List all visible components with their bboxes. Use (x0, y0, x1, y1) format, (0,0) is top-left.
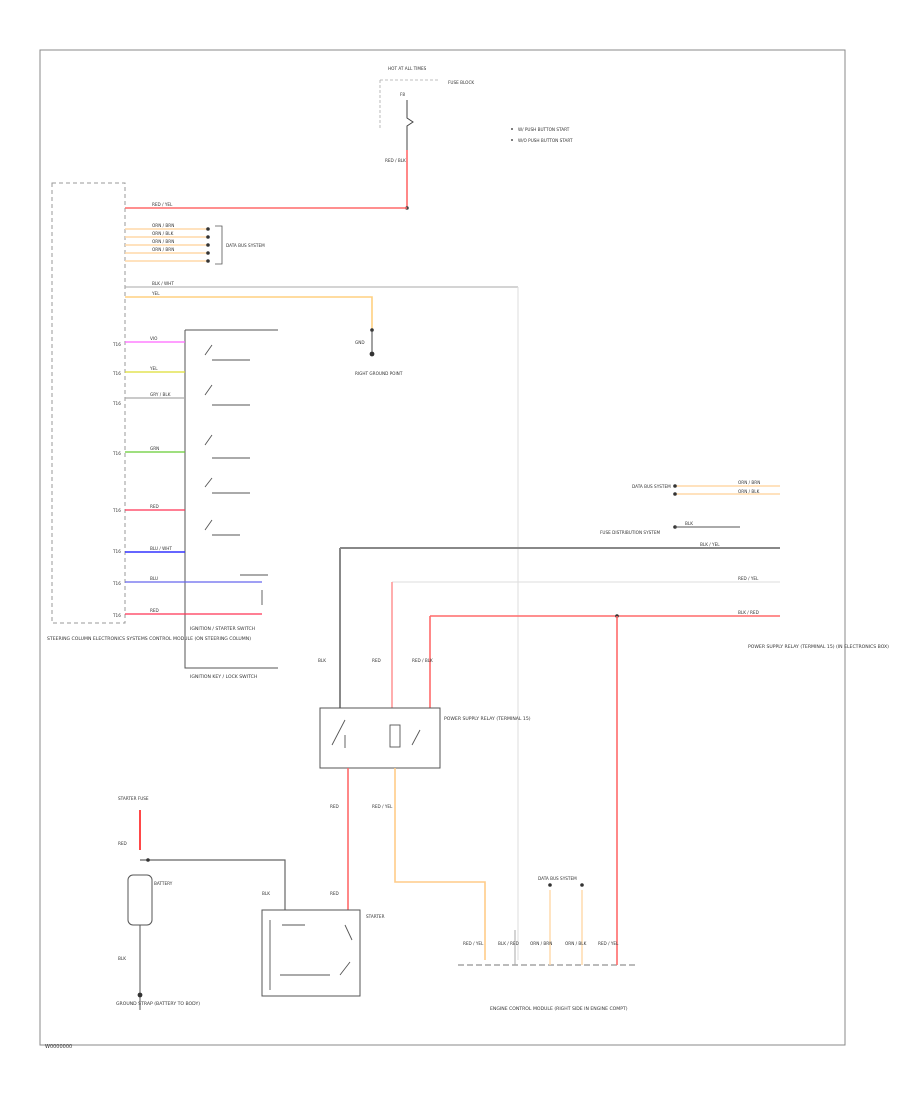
relay-name: POWER SUPPLY RELAY (TERMINAL 15) (444, 716, 531, 722)
switch-wire-gryblk: GRY / BLK (150, 392, 171, 397)
battery-name: BATTERY (154, 881, 173, 886)
switch-wire-grn: GRN (150, 446, 159, 451)
power-supply-relay: BLK RED RED / BLK POWER SUPPLY RELAY (TE… (318, 548, 531, 960)
left-pin-7: T16 (112, 581, 121, 586)
right-wire-blkyel: BLK / YEL (700, 542, 720, 547)
right-module-name: POWER SUPPLY RELAY (TERMINAL 15) (IN ELE… (748, 644, 889, 650)
relay-wire-red: RED (372, 658, 381, 663)
left-pin-8: T16 (112, 613, 121, 618)
battery-wire-top: RED (118, 841, 127, 846)
right-data-bus-label: DATA BUS SYSTEM (632, 484, 671, 489)
ground-name: RIGHT GROUND POINT (355, 371, 403, 376)
bus-wire-2: ORN / BLK (152, 231, 174, 236)
battery-fuse-label: STARTER FUSE (118, 796, 149, 801)
starter-wire-in: BLK (262, 891, 270, 896)
left-module-name: STEERING COLUMN ELECTRONICS SYSTEMS CONT… (47, 636, 251, 642)
bus-wire-4: ORN / BRN (152, 247, 174, 252)
switch-wire-blu: BLU (150, 576, 158, 581)
relay-wire-blk: BLK (318, 658, 326, 663)
left-pin-3: T16 (112, 401, 121, 406)
starter-wire-out: RED (330, 891, 339, 896)
left-wire-yel: YEL (151, 291, 160, 296)
fuse-box-label: HOT AT ALL TIMES (388, 66, 427, 71)
left-pin-2: T16 (112, 371, 121, 376)
right-fuse-label: FUSE DISTRIBUTION SYSTEM (600, 530, 660, 535)
top-wire-label: RED / BLK (385, 158, 406, 163)
left-pin-1: T16 (112, 342, 121, 347)
ecm-name: ENGINE CONTROL MODULE (RIGHT SIDE IN ENG… (490, 1006, 628, 1012)
note-2: W/O PUSH BUTTON START (518, 138, 573, 143)
ground-label: GND (355, 340, 365, 345)
switch-wire-bluwht: BLU / WHT (150, 546, 172, 551)
ecm-wire-5: RED / YEL (598, 941, 619, 946)
right-wire-ornbrn: ORN / BRN (738, 480, 760, 485)
switch-wire-vio: VIO (150, 336, 158, 341)
fuse-id-label: F8 (400, 92, 405, 97)
relay-wire-red-out: RED (330, 804, 339, 809)
starter: BLK RED STARTER (261, 891, 385, 997)
diagram-frame (39, 49, 846, 1046)
switch-wire-red2: RED (150, 608, 159, 613)
bus-wire-1: ORN / BRN (152, 223, 174, 228)
footer-code: W0000000 (45, 1044, 72, 1050)
right-wire-redyel: RED / YEL (738, 576, 759, 581)
left-data-bus-label: DATA BUS SYSTEM (226, 243, 265, 248)
top-fuse-block: HOT AT ALL TIMES FUSE BLOCK F8 RED / BLK (379, 66, 474, 210)
left-pin-6: T16 (112, 549, 121, 554)
top-notes: W/ PUSH BUTTON START W/O PUSH BUTTON STA… (511, 127, 573, 143)
bus-wire-3: ORN / BRN (152, 239, 174, 244)
switch-block: IGNITION / STARTER SWITCH IGNITION KEY /… (125, 329, 278, 680)
right-module: DATA BUS SYSTEM ORN / BRN ORN / BLK FUSE… (340, 480, 889, 650)
right-wire-blkred: BLK / RED (738, 610, 759, 615)
ecm-data-bus-label: DATA BUS SYSTEM (538, 876, 577, 881)
ecm-wire-4: ORN / BLK (565, 941, 587, 946)
left-pin-4: T16 (112, 451, 121, 456)
battery: STARTER FUSE RED BATTERY BLK GROUND STRA… (116, 796, 286, 1010)
starter-name: STARTER (366, 914, 385, 919)
left-wire-redyel: RED / YEL (152, 202, 173, 207)
ecm-wire-3: ORN / BRN (530, 941, 552, 946)
switch-wire-red: RED (150, 504, 159, 509)
note-1: W/ PUSH BUTTON START (518, 127, 570, 132)
switch-wire-yel: YEL (149, 366, 158, 371)
left-wire-blkwht: BLK / WHT (152, 281, 174, 286)
engine-control-module: DATA BUS SYSTEM RED / YEL BLK / RED ORN … (458, 616, 635, 1012)
left-pin-5: T16 (112, 508, 121, 513)
relay-wire-redyel-out: RED / YEL (372, 804, 393, 809)
battery-wire-bottom: BLK (118, 956, 126, 961)
switch-block-name: IGNITION / STARTER SWITCH (190, 626, 255, 632)
switch-block-subname: IGNITION KEY / LOCK SWITCH (190, 674, 257, 680)
battery-ground-name: GROUND STRAP (BATTERY TO BODY) (116, 1001, 200, 1007)
left-module: STEERING COLUMN ELECTRONICS SYSTEMS CONT… (47, 182, 519, 960)
relay-wire-redblk: RED / BLK (412, 658, 433, 663)
ecm-wire-2: BLK / RED (498, 941, 519, 946)
right-wire-blk-top: BLK (685, 521, 693, 526)
right-wire-ornblk: ORN / BLK (738, 489, 760, 494)
ecm-wire-1: RED / YEL (463, 941, 484, 946)
fuse-block-label: FUSE BLOCK (448, 80, 474, 85)
